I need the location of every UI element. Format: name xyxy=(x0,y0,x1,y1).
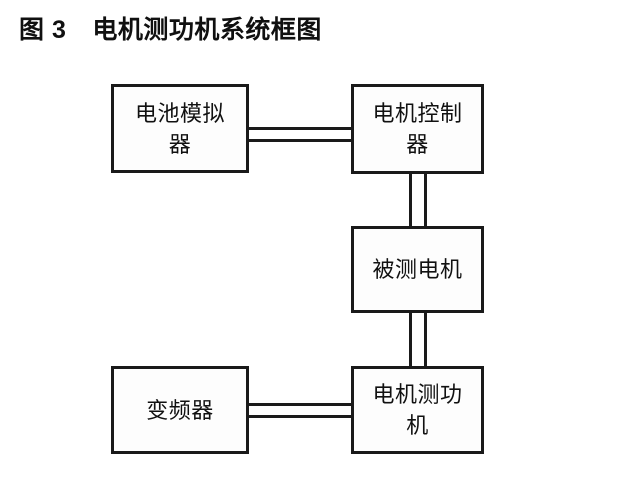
block-motor-controller-label: 电机控制器 xyxy=(372,101,463,157)
connector-motor-controller-to-tested-motor xyxy=(409,171,412,229)
connector-battery-simulator-to-motor-controller xyxy=(246,127,354,130)
connector-inverter-to-dynamometer xyxy=(246,415,354,418)
block-inverter: 变频器 xyxy=(111,366,249,454)
figure-number: 图 3 xyxy=(19,16,67,44)
block-battery-simulator: 电池模拟器 xyxy=(111,84,249,173)
block-tested-motor-label: 被测电机 xyxy=(372,257,463,282)
figure-title: 电机测功机系统框图 xyxy=(92,16,322,44)
connector-inverter-to-dynamometer xyxy=(246,403,354,406)
block-motor-controller: 电机控制器 xyxy=(351,84,484,174)
connector-battery-simulator-to-motor-controller xyxy=(246,139,354,142)
connector-tested-motor-to-dynamometer xyxy=(409,310,412,369)
block-dynamometer: 电机测功机 xyxy=(351,366,484,454)
block-battery-simulator-label: 电池模拟器 xyxy=(134,100,225,157)
block-dynamometer-label: 电机测功机 xyxy=(372,382,463,438)
block-tested-motor: 被测电机 xyxy=(351,226,484,313)
figure-caption: 图 3 电机测功机系统框图 xyxy=(19,15,322,45)
connector-motor-controller-to-tested-motor xyxy=(424,171,427,229)
connector-tested-motor-to-dynamometer xyxy=(424,310,427,369)
block-inverter-label: 变频器 xyxy=(146,397,214,423)
